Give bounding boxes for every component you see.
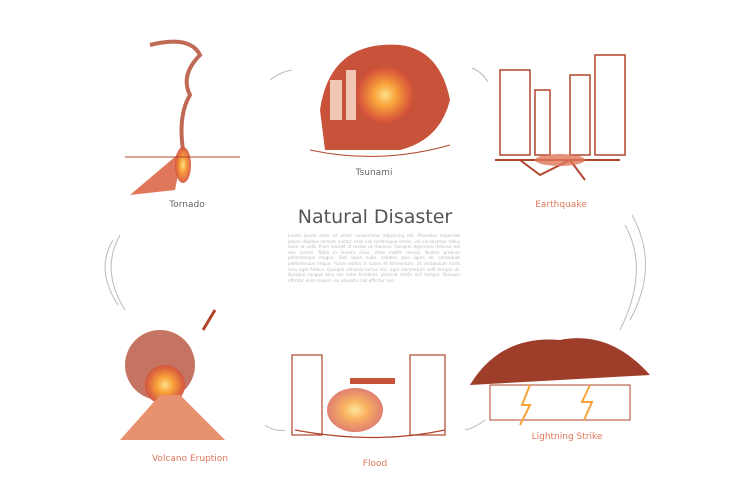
label-earthquake: Earthquake bbox=[535, 200, 587, 210]
flood-illustration bbox=[291, 354, 446, 439]
label-flood: Flood bbox=[362, 459, 388, 469]
volcano-illustration bbox=[120, 309, 225, 440]
label-tornado: Tornado bbox=[169, 200, 205, 210]
label-lightning-strike: Lightning Strike bbox=[531, 432, 603, 442]
description-text: Lorem ipsum dolor sit amet, consectetur … bbox=[288, 233, 460, 283]
label-tsunami: Tsunami bbox=[355, 168, 393, 178]
page-title: Natural Disaster bbox=[297, 206, 453, 228]
label-volcano-eruption: Volcano Eruption bbox=[151, 454, 229, 464]
earthquake-illustration bbox=[495, 54, 626, 181]
connector-arcs bbox=[104, 67, 646, 431]
tornado-illustration bbox=[125, 39, 240, 195]
tsunami-illustration bbox=[309, 44, 451, 157]
lightning-illustration bbox=[470, 338, 650, 426]
